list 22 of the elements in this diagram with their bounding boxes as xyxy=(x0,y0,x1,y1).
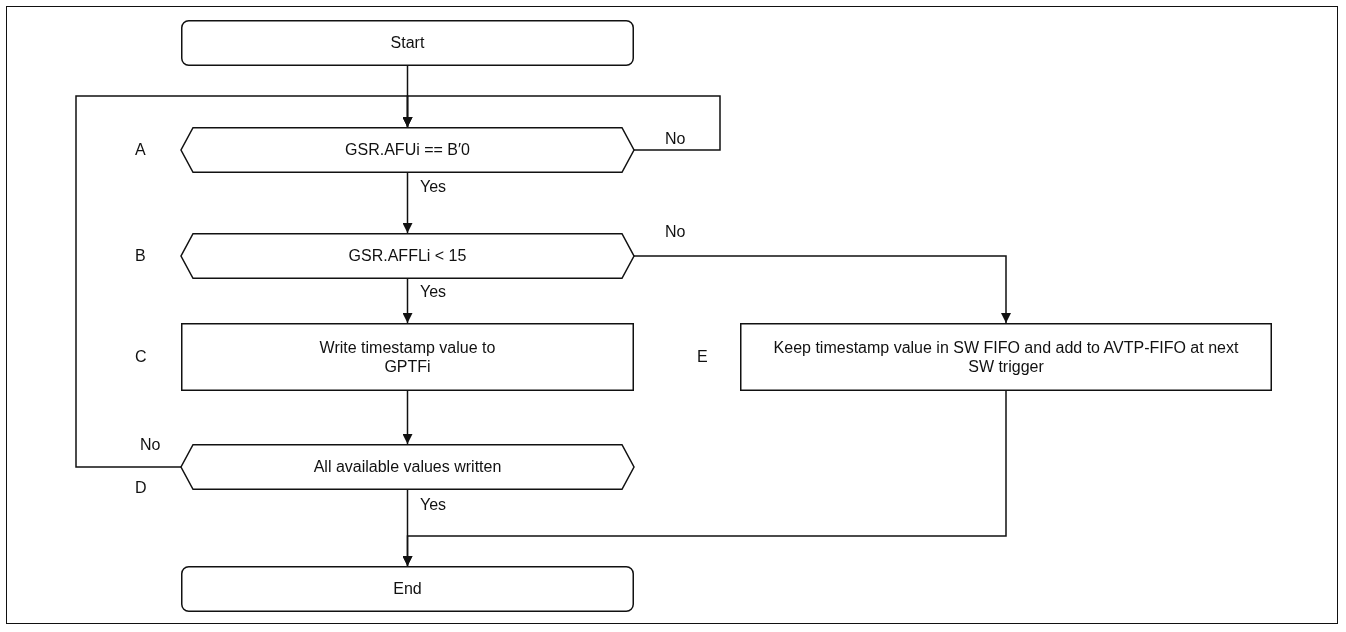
terminal-box xyxy=(181,566,634,612)
arrow xyxy=(75,95,413,468)
node-text: GSR.AFUi == B′0 xyxy=(344,140,471,160)
step-letter: C xyxy=(135,348,147,366)
node-text: Start xyxy=(389,33,426,53)
step-letter: A xyxy=(135,141,146,159)
node-text: End xyxy=(392,579,423,599)
process-box xyxy=(740,323,1272,391)
arrow xyxy=(402,172,413,234)
node-text: Write timestamp value to GPTFi xyxy=(318,337,497,377)
arrow xyxy=(402,390,413,445)
node-text: GSR.AFFLi < 15 xyxy=(347,246,468,266)
arrow xyxy=(402,390,1007,567)
step-letter: D xyxy=(135,479,147,497)
step-letter: B xyxy=(135,247,146,265)
step-letter: E xyxy=(697,348,708,366)
node-text: Keep timestamp value in SW FIFO and add to AVTP-FIFO at next SW trigger xyxy=(772,337,1240,377)
process-box xyxy=(181,323,634,391)
arrow xyxy=(402,278,413,324)
arrow xyxy=(633,255,1011,324)
node-text: All available values written xyxy=(312,457,503,477)
terminal-box xyxy=(181,20,634,66)
